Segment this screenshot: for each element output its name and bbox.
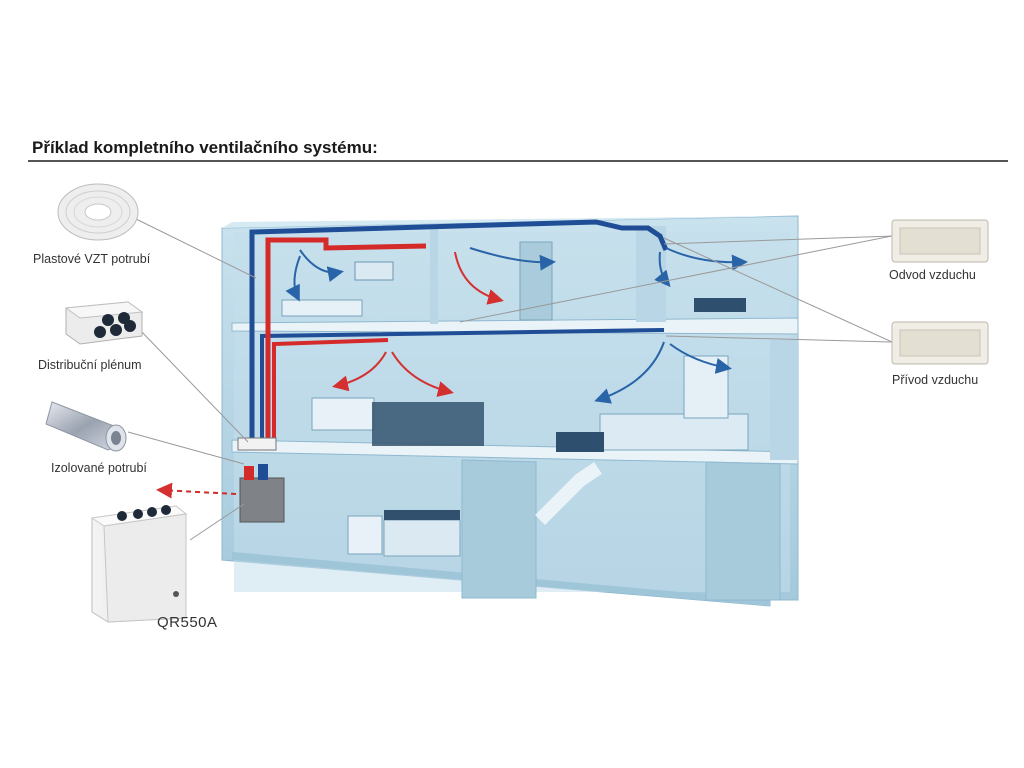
label-distribution-plenum: Distribuční plénum — [38, 358, 142, 372]
page-title: Příklad kompletního ventilačního systému… — [32, 138, 378, 157]
leader-lines — [127, 217, 893, 541]
ventilation-unit-image — [90, 505, 188, 623]
label-unit-model: QR550A — [157, 614, 218, 631]
distribution-plenum-image — [64, 301, 144, 345]
supply-grille-image — [891, 321, 989, 365]
airflow-arrows — [156, 247, 748, 499]
insulated-duct-image — [45, 401, 127, 452]
label-supply-air: Přívod vzduchu — [892, 373, 979, 387]
label-insulated-duct: Izolované potrubí — [51, 461, 147, 475]
installed-unit — [239, 477, 285, 523]
plenum-box-installed — [237, 437, 277, 451]
house-cutaway — [221, 215, 799, 607]
extract-duct-middle — [260, 328, 665, 444]
supply-duct-top — [265, 237, 427, 444]
label-exhaust-air: Odvod vzduchu — [889, 268, 976, 282]
extract-duct-top — [249, 219, 669, 444]
supply-duct-middle — [272, 338, 389, 444]
exhaust-grille-image — [891, 219, 989, 263]
plastic-duct-coil-image — [57, 183, 139, 241]
exhaust-outside-arrow — [156, 482, 237, 499]
title-divider — [28, 160, 1008, 162]
label-plastic-duct: Plastové VZT potrubí — [33, 252, 151, 266]
